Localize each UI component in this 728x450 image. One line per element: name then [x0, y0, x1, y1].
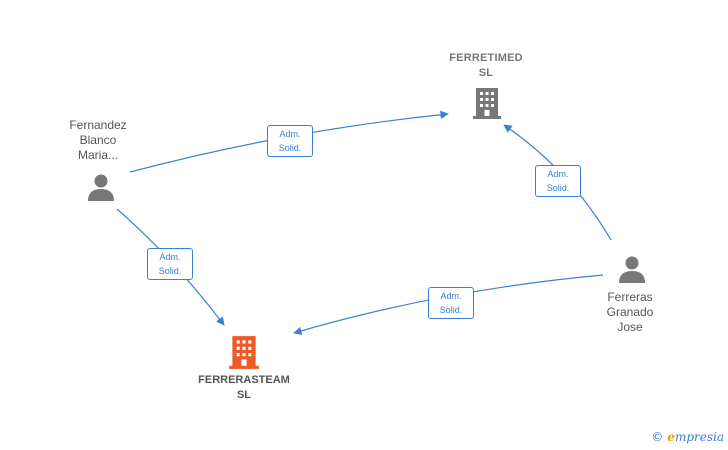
relation-line2: Solid. — [439, 305, 463, 315]
person-name-line2: Blanco — [79, 133, 117, 147]
company-label-ferrerasteam[interactable]: FERRERASTEAM SL — [184, 373, 304, 403]
empresia-watermark: ©empresia — [651, 430, 724, 444]
relation-line1: Adm. — [547, 169, 569, 179]
edge-label-ferreras-ferrerasteam[interactable]: Adm. Solid. — [428, 287, 474, 319]
edge-label-ferreras-ferretimed[interactable]: Adm. Solid. — [535, 165, 581, 197]
person-name-line3: Jose — [617, 320, 643, 334]
person-name-line1: Ferreras — [607, 290, 653, 304]
person-name-line2: Granado — [606, 305, 654, 319]
person-name-line1: Fernandez — [69, 118, 127, 132]
building-icon[interactable] — [472, 86, 502, 120]
building-icon[interactable] — [228, 334, 260, 370]
relation-line2: Solid. — [158, 266, 182, 276]
relation-line2: Solid. — [546, 183, 570, 193]
relation-line1: Adm. — [440, 291, 462, 301]
company-name-line2: SL — [478, 67, 494, 79]
relation-line2: Solid. — [278, 143, 302, 153]
person-label-fernandez[interactable]: Fernandez Blanco Maria... — [48, 118, 148, 163]
relation-line1: Adm. — [159, 252, 181, 262]
watermark-text: mpresia — [674, 430, 724, 444]
person-icon[interactable] — [86, 172, 116, 202]
person-label-ferreras[interactable]: Ferreras Granado Jose — [580, 290, 680, 335]
company-name-line1: FERRERASTEAM — [198, 374, 290, 386]
person-icon[interactable] — [617, 254, 647, 284]
watermark-initial: e — [667, 430, 675, 444]
person-name-line3: Maria... — [77, 148, 118, 162]
edge-label-fernandez-ferrerasteam[interactable]: Adm. Solid. — [147, 248, 193, 280]
edge-label-fernandez-ferretimed[interactable]: Adm. Solid. — [267, 125, 313, 157]
copyright-symbol: © — [651, 430, 664, 444]
company-name-line2: SL — [236, 389, 252, 401]
company-name-line1: FERRETIMED — [449, 52, 523, 64]
relation-line1: Adm. — [279, 129, 301, 139]
company-label-ferretimed[interactable]: FERRETIMED SL — [436, 51, 536, 81]
